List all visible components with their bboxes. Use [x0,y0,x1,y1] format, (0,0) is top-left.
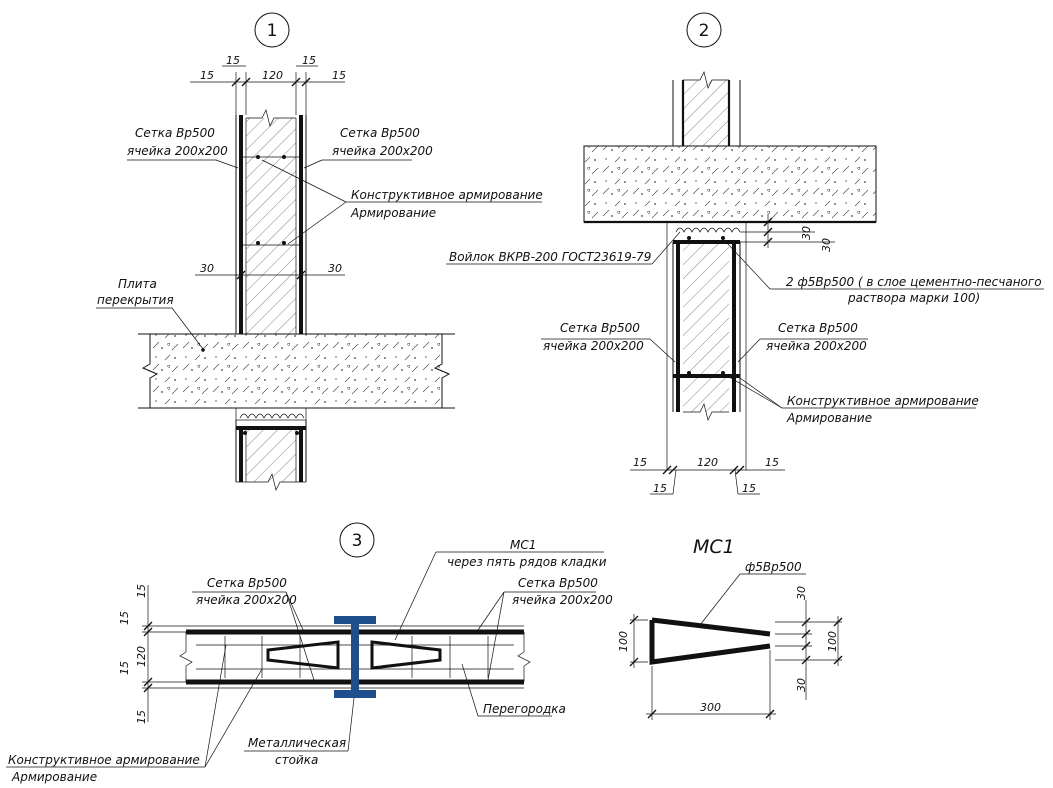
d3-reinf-2: Армирование [11,770,97,784]
detail-3-number: 3 [352,531,363,551]
d1-mesh-right-2: ячейка 200х200 [332,144,433,158]
d2-felt: Войлок ВКРВ-200 ГОСТ23619-79 [449,250,651,264]
d3-mesh-right-2: ячейка 200х200 [512,593,613,607]
d1-reinf-2: Армирование [350,206,436,220]
d2-rebar-1: 2 ф5Вр500 ( в слое цементно-песчаного [786,275,1042,289]
d1-dim-120: 120 [262,69,283,82]
metal-post [334,616,376,698]
detail-1: 1 15 15 120 15 15 Сетка Вр500 [96,12,543,492]
d2-dim-15c: 15 [653,482,667,495]
d3-dim-15c: 15 [118,661,131,675]
d1-dim-30-right: 30 [328,262,342,275]
d3-dim-15b: 15 [118,611,131,625]
d1-mesh-right-1: Сетка Вр500 [340,126,420,140]
mc1-dim-300: 300 [700,701,721,714]
d1-dim-15b: 15 [226,54,240,67]
d1-mesh-left-2: ячейка 200х200 [127,144,228,158]
d2-mesh-right-1: Сетка Вр500 [778,321,858,335]
d2-mesh-left-2: ячейка 200х200 [543,339,644,353]
d3-post-2: стойка [275,753,318,767]
d3-mesh-right-1: Сетка Вр500 [518,576,598,590]
mc1-title: МС1 [693,536,735,558]
d2-rebar-2: раствора марки 100) [847,291,980,305]
d3-dim-120: 120 [135,646,148,667]
d1-dim-15a: 15 [200,69,214,82]
d3-post-1: Металлическая [248,736,346,750]
detail-3: 3 МС1 через пять рядов кладки [6,522,613,784]
d1-reinf-1: Конструктивное армирование [351,188,543,202]
d3-mesh-left-2: ячейка 200х200 [196,593,297,607]
mc1-bar: ф5Вр500 [745,560,802,574]
d3-reinf-1: Конструктивное армирование [8,753,200,767]
d3-partition: Перегородка [483,702,566,716]
d2-dim-120: 120 [697,456,718,469]
d1-dim-30-left: 30 [200,262,214,275]
mc1-detail: МС1 ф5Вр500 30 100 30 100 300 [617,536,843,720]
mc1-dim-100-right: 100 [826,631,839,652]
d1-slab-1: Плита [118,277,157,291]
d3-mc1-1: МС1 [510,538,536,552]
mc1-dim-30b: 30 [795,678,808,692]
mc1-dim-100-left: 100 [617,631,630,652]
detail-2-number: 2 [699,21,710,41]
d1-dim-15d: 15 [332,69,346,82]
mc1-dim-30a: 30 [795,586,808,600]
d2-dim-30b: 30 [820,238,833,252]
d3-dim-15a: 15 [135,584,148,598]
d2-dim-15a: 15 [633,456,647,469]
d1-slab-2: перекрытия [97,293,174,307]
d3-dim-15d: 15 [135,710,148,724]
d1-mesh-left-1: Сетка Вр500 [135,126,215,140]
d2-reinf-1: Конструктивное армирование [787,394,979,408]
d2-mesh-right-2: ячейка 200х200 [766,339,867,353]
d2-dim-30a: 30 [800,226,813,240]
d3-mc1-2: через пять рядов кладки [447,555,607,569]
detail-2: 2 30 30 [446,12,1044,495]
d2-dim-15d: 15 [742,482,756,495]
d2-reinf-2: Армирование [786,411,872,425]
d2-dim-15b: 15 [765,456,779,469]
d1-dim-15c: 15 [302,54,316,67]
detail-1-number: 1 [267,21,278,41]
d3-mesh-left-1: Сетка Вр500 [207,576,287,590]
d2-mesh-left-1: Сетка Вр500 [560,321,640,335]
